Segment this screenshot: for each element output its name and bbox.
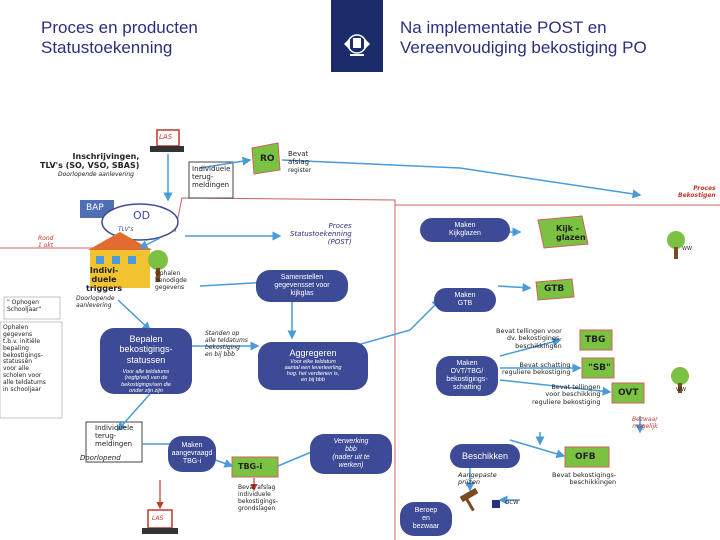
inschrijvingen-label: Inschrijvingen, TLV's (SO, VSO, SBAS) bbox=[40, 152, 140, 171]
doorlopend-label: Doorlopend bbox=[80, 454, 121, 462]
title-right: Na implementatie POST en Vereenvoudiging… bbox=[400, 18, 647, 58]
maken-gtb-pill: Maken GTB bbox=[434, 288, 496, 312]
bevat-bekostigings-label: Bevat bekostigings- beschikkingen bbox=[552, 471, 617, 487]
ophalen-gegevens-label: Ophalen benodigde gegevens bbox=[155, 270, 187, 291]
las-computer-top-icon bbox=[150, 129, 184, 152]
gavel-icon bbox=[459, 487, 479, 512]
sb-label: "SB" bbox=[588, 363, 611, 373]
doorlopende-mid-label: Doorlopende aanlevering bbox=[76, 295, 115, 309]
proces-status-label: Proces Statustoekenning (POST) bbox=[290, 222, 352, 247]
tlvs-label: TLV's bbox=[118, 226, 134, 233]
tree-icon bbox=[667, 231, 685, 259]
ocw-label: OCW bbox=[505, 500, 519, 506]
ro-label: RO bbox=[260, 154, 275, 164]
rond-label: Rond 1 okt bbox=[38, 235, 54, 249]
beroep-pill: Beroep en bezwaar bbox=[400, 502, 452, 536]
tbg-box bbox=[579, 329, 613, 351]
voor-elke-label: Voor elke teldatum aantal een leverleerl… bbox=[284, 358, 342, 384]
register-label: register bbox=[288, 167, 312, 174]
bevat-afslag-label: Bevat afslag bbox=[288, 150, 310, 167]
bezwaar-label: Bezwaar mogelijk bbox=[632, 416, 658, 430]
bevat-tellingen-dv-label: Bevat tellingen voor dv. bekostigings- b… bbox=[496, 327, 562, 350]
school-building-icon bbox=[88, 232, 152, 288]
aggregeren-label: Aggregeren bbox=[289, 348, 337, 359]
individuele-bottom-doc bbox=[85, 421, 143, 463]
tbg-i-label: TBG-i bbox=[238, 462, 263, 471]
bepalen-pill: Bepalen bekostigings- statussen Voor all… bbox=[100, 328, 192, 394]
kijkglazen-label: Kijk - glazen bbox=[556, 224, 586, 243]
ro-box bbox=[251, 142, 281, 175]
bevat-tellingen-reg-label: Bevat tellingen voor beschikking regulie… bbox=[532, 383, 601, 406]
ww2-label: WW bbox=[676, 387, 686, 393]
aggregeren-pill: Aggregeren Voor elke teldatum aantal een… bbox=[258, 342, 368, 390]
sb-box bbox=[581, 357, 615, 379]
flag-icon bbox=[492, 500, 500, 508]
coat-of-arms-icon bbox=[344, 34, 370, 56]
las-computer-bottom-icon bbox=[142, 509, 178, 534]
indivi-triggers-label: Indivi- duele triggers bbox=[86, 266, 123, 294]
od-label: OD bbox=[133, 209, 151, 222]
las-bottom-label: LAS bbox=[152, 515, 164, 522]
individuele-top-label: Individuele terug- meldingen bbox=[192, 165, 231, 190]
od-cloud bbox=[101, 203, 179, 241]
las-top-label: LAS bbox=[159, 133, 173, 141]
maken-ovt-pill: Maken OVT/TBG/ bekostigings- schatting bbox=[436, 356, 498, 396]
side-panel bbox=[0, 321, 63, 419]
tree-icon bbox=[671, 367, 689, 393]
standen-label: Standen op alle teldatums bekostiging en… bbox=[205, 330, 248, 358]
proces-bekostigen-label: Proces Bekostigen bbox=[678, 185, 716, 199]
status-region-outline bbox=[174, 197, 396, 540]
samenstellen-pill: Samenstellen gegevensset voor kijkglas bbox=[256, 270, 348, 302]
individuele-top-doc bbox=[188, 161, 234, 199]
doorlopende-top-label: Doorlopende aanlevering bbox=[58, 171, 134, 178]
maken-aangevraagd-pill: Maken aangevraagd TBG-i bbox=[168, 436, 216, 472]
bevat-schatting-label: Bevat schatting reguliere bekostiging bbox=[502, 361, 571, 377]
red-arrows bbox=[156, 478, 258, 510]
gtb-box bbox=[535, 278, 575, 301]
aangepaste-label: Aangepaste prijzen bbox=[458, 471, 497, 487]
maken-kijkglazen-pill: Maken Kijkglazen bbox=[420, 218, 510, 242]
ovt-label: OVT bbox=[618, 388, 639, 398]
ovt-box bbox=[611, 382, 645, 404]
individuele-bottom-label: Individuele terug- meldingen bbox=[95, 424, 134, 449]
ophogen-label: " Ophogen Schooljaar" bbox=[7, 299, 42, 313]
logo-ribbon bbox=[331, 0, 383, 72]
kijkglazen-box bbox=[537, 215, 589, 249]
beschikken-pill: Beschikken bbox=[450, 444, 520, 468]
bepalen-label: Bepalen bekostigings- statussen bbox=[119, 334, 173, 365]
gtb-label: GTB bbox=[544, 284, 565, 294]
voor-alle-label: Voor alle teldatums (regfg/vel) van de b… bbox=[121, 369, 171, 394]
ww-label: WW bbox=[682, 246, 692, 252]
title-left: Proces en producten Statustoekenning bbox=[41, 18, 198, 58]
ofb-label: OFB bbox=[575, 452, 596, 462]
side-panel-text: Ophalen gegevens t.b.v. initiële bepalin… bbox=[3, 324, 46, 394]
tree-icon bbox=[148, 250, 168, 282]
tbg-label: TBG bbox=[585, 335, 606, 345]
verwerking-pill: Verwerking bbb (nader uit te werken) bbox=[310, 434, 392, 474]
bevat-afslag-bottom-label: Bevat afslag individuele bekostigings- g… bbox=[238, 484, 278, 512]
bap-label: BAP bbox=[86, 203, 104, 213]
ophogen-box bbox=[3, 296, 61, 320]
